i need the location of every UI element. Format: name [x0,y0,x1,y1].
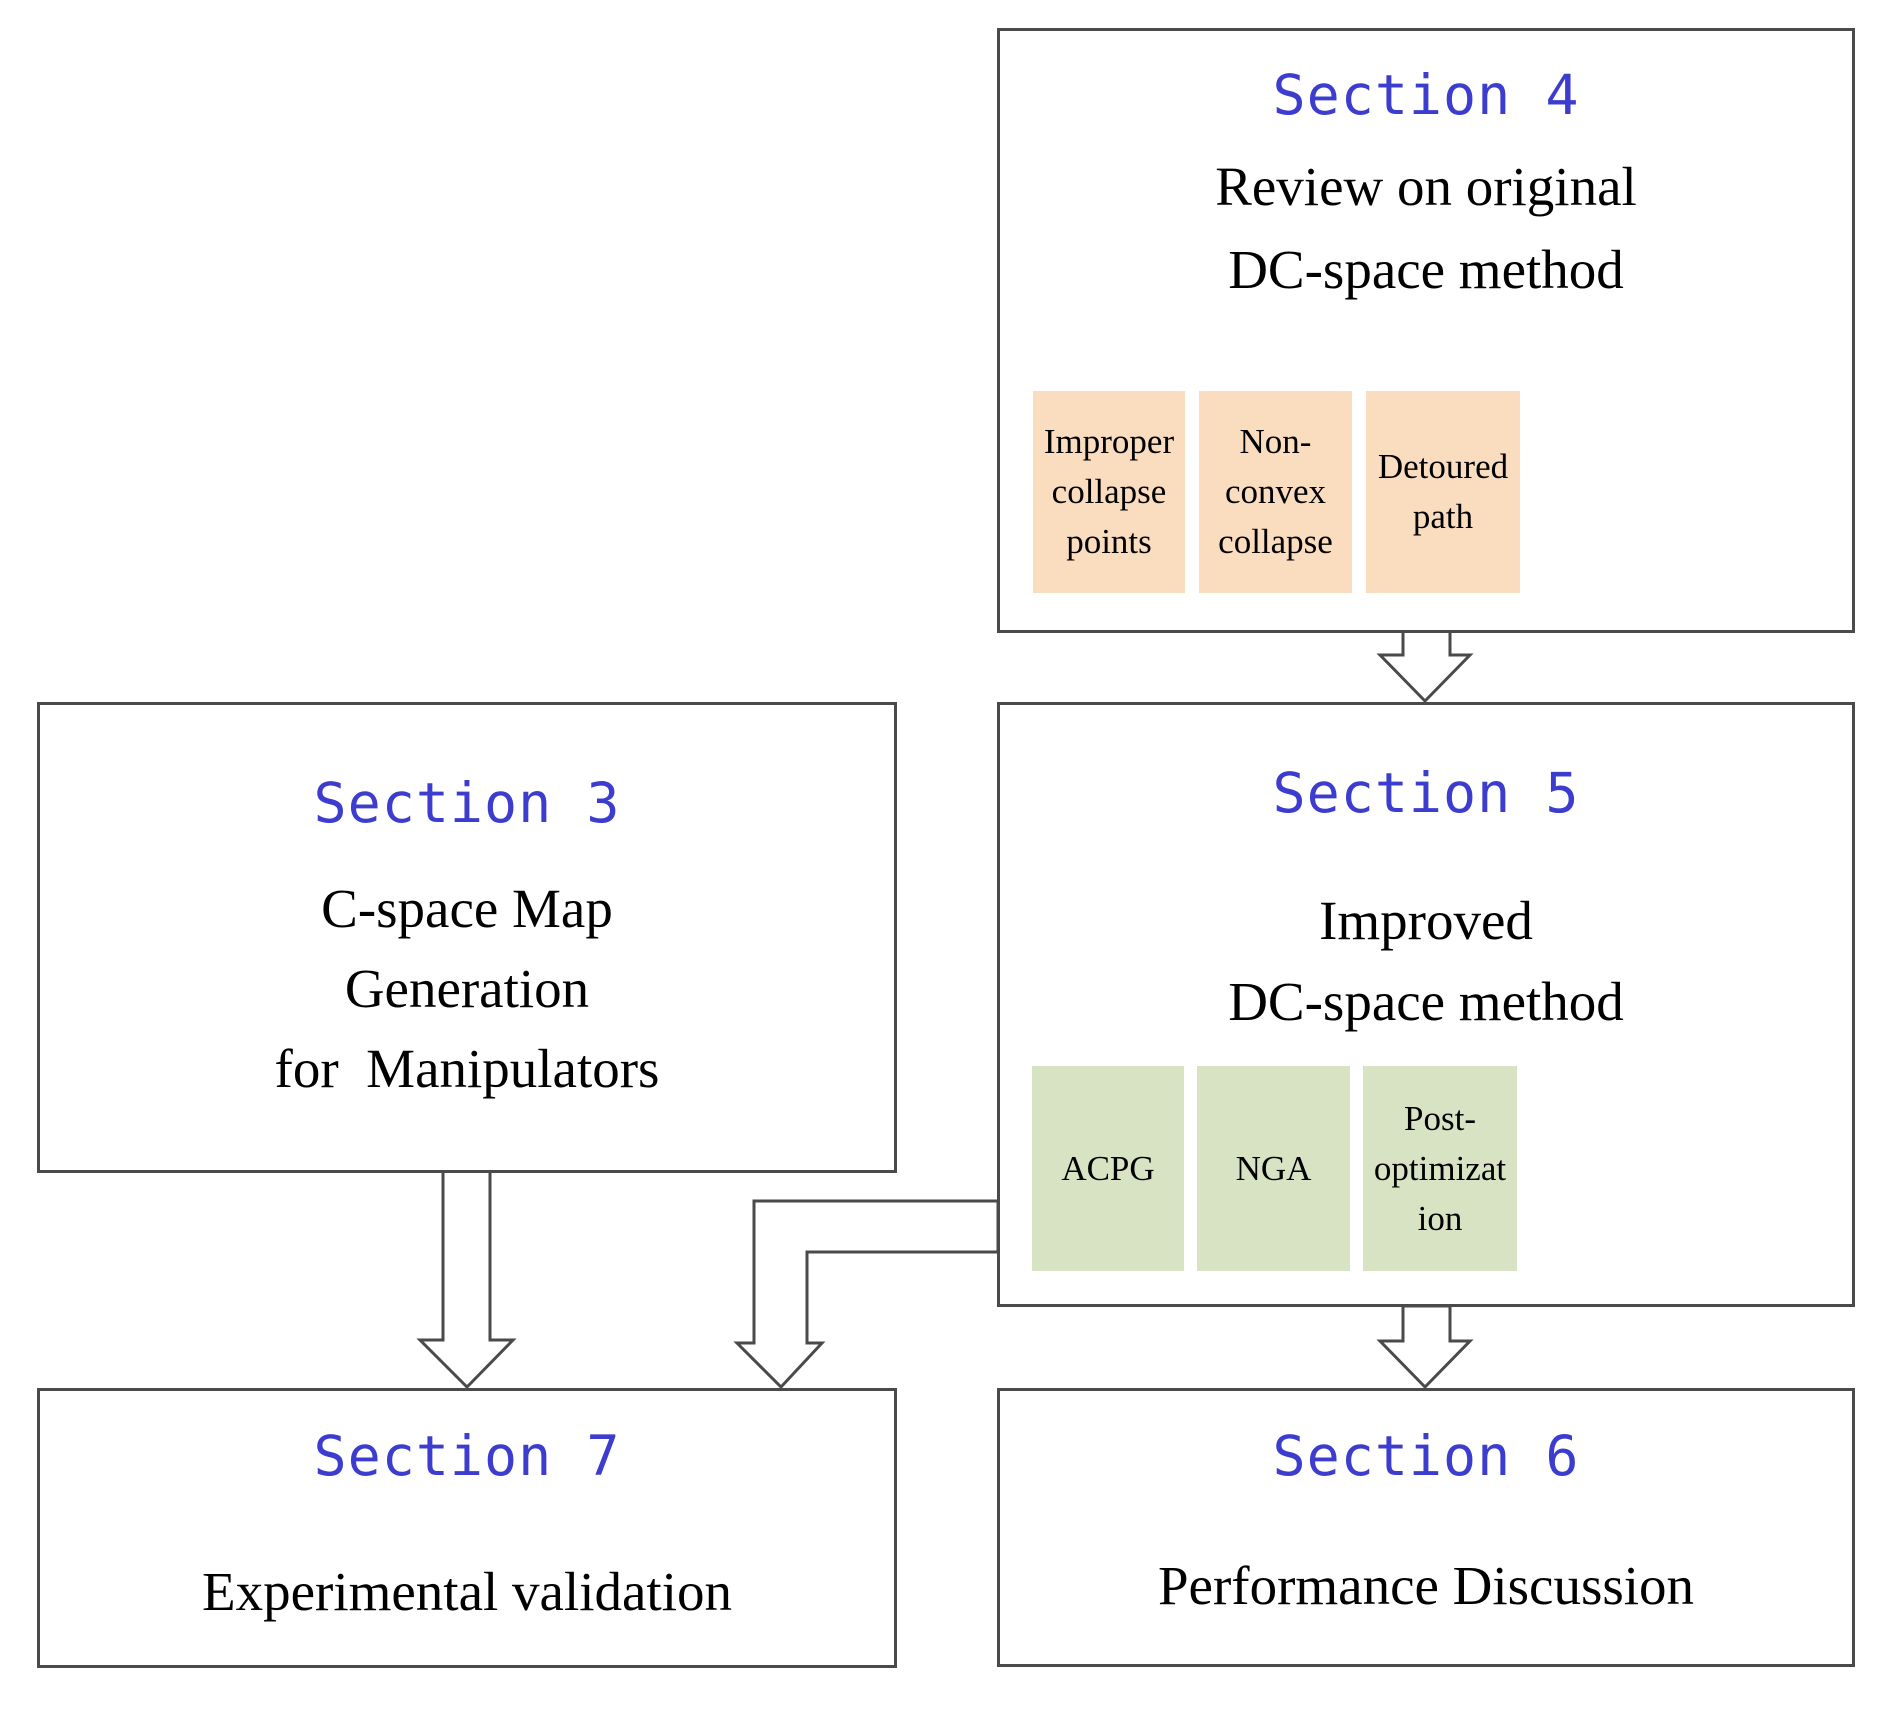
issue-box-detoured-path: Detoured path [1366,391,1520,593]
section5-body-line-1: Improved [1319,890,1533,951]
arrow-section5-to-section7-bent-icon [733,1199,1000,1390]
section6-body-line-1: Performance Discussion [1157,1555,1695,1616]
section3-title: Section 3 [313,771,621,835]
section6-box: Section 6 Performance Discussion [997,1388,1855,1667]
arrow-section4-to-section5-icon [1376,629,1474,704]
arrow-section5-to-section6-icon [1376,1304,1474,1390]
section3-body-line-1: C-space Map [321,878,613,939]
section7-body-line-1: Experimental validation [202,1561,732,1622]
section4-box: Section 4 Review on original DC-space me… [997,28,1855,633]
issue-box-non-convex-collapse: Non- convex collapse [1199,391,1352,593]
section3-body-line-2: Generation [344,958,590,1019]
section7-box: Section 7 Experimental validation [37,1388,897,1668]
section6-title: Section 6 [1272,1424,1580,1488]
component-box-nga: NGA [1197,1066,1350,1271]
section3-box: Section 3 C-space Map Generation for Man… [37,702,897,1173]
section4-body-line-2: DC-space method [1228,239,1624,300]
arrow-section3-to-section7-icon [416,1169,517,1390]
section5-title: Section 5 [1272,761,1580,825]
section3-body-line-3: for Manipulators [274,1038,660,1099]
component-box-post-optimization: Post- optimizat ion [1363,1066,1517,1271]
section4-title: Section 4 [1272,63,1580,127]
section5-box: Section 5 Improved DC-space method ACPG … [997,702,1855,1307]
issue-box-improper-collapse-points: Improper collapse points [1033,391,1185,593]
section7-title: Section 7 [313,1424,621,1488]
section4-body-line-1: Review on original [1215,156,1637,217]
component-box-acpg: ACPG [1032,1066,1184,1271]
section5-body-line-2: DC-space method [1228,971,1624,1032]
